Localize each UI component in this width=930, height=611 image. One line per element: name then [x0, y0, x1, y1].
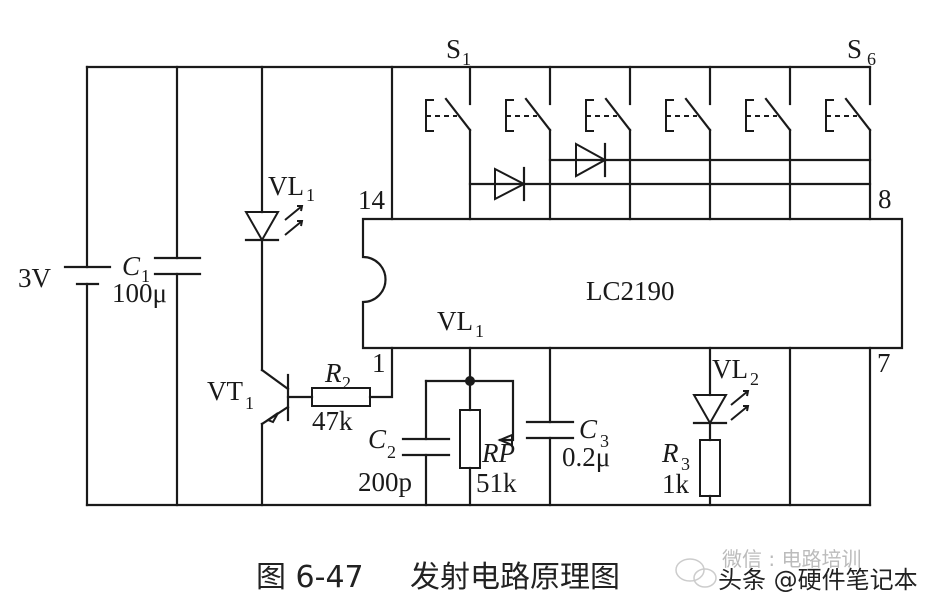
diode-d1 [494, 166, 527, 202]
led-vl1 [244, 65, 304, 372]
push-switch-s2 [505, 65, 552, 221]
c2-sub: 2 [387, 442, 396, 462]
rp-name: RP [481, 438, 515, 468]
c2-value: 200p [358, 467, 412, 497]
vl2-sub: 2 [750, 369, 759, 389]
r2-value: 47k [312, 406, 353, 436]
vt1-name: VT [207, 376, 243, 406]
ic-name: LC2190 [586, 276, 675, 306]
potentiometer-rp [459, 409, 481, 469]
c3-sub: 3 [600, 431, 609, 451]
switch-s1-sub: 1 [462, 49, 471, 69]
transistor-vt1 [260, 368, 314, 507]
push-switch-s3 [585, 65, 632, 221]
led-vl2 [692, 346, 750, 426]
switch-s6-sub: 6 [867, 49, 876, 69]
resistor-r2 [311, 346, 394, 407]
r3-sub: 3 [681, 454, 690, 474]
ic-center-label-sub: 1 [475, 321, 484, 341]
pin-8-label: 8 [878, 184, 892, 214]
vl1-sub: 1 [306, 185, 315, 205]
push-switch-s5 [745, 65, 792, 221]
capacitor-c3 [525, 346, 575, 507]
caption-figure-number: 图 6-47 [256, 560, 364, 595]
rp-value: 51k [476, 468, 517, 498]
wechat-icon [675, 558, 717, 588]
watermark-faint-text: 微信 : 电路培训 [722, 547, 861, 571]
r2-name: R [324, 358, 342, 388]
switch-array [425, 65, 872, 221]
r3-name: R [661, 438, 679, 468]
push-switch-s4 [665, 65, 712, 221]
resistor-r3 [699, 421, 721, 507]
battery-label: 3V [18, 263, 52, 293]
r2-sub: 2 [342, 373, 351, 393]
c3-name: C [579, 414, 598, 444]
switch-s6-name: S [847, 34, 862, 64]
watermark-text: 头条 @硬件笔记本 [718, 566, 918, 594]
ic-lc2190 [361, 217, 904, 350]
push-switch-s6 [825, 65, 872, 221]
pin-1-label: 1 [372, 348, 386, 378]
c2-name: C [368, 424, 387, 454]
c1-value: 100μ [112, 278, 167, 308]
vl1-name: VL [268, 171, 304, 201]
battery-3v [63, 65, 112, 507]
c1-sub: 1 [141, 266, 150, 286]
vt1-sub: 1 [245, 393, 254, 413]
pin-7-label: 7 [877, 348, 891, 378]
c1-name: C [122, 251, 141, 281]
switch-s1-name: S [446, 34, 461, 64]
vl2-name: VL [712, 354, 748, 384]
caption-title: 发射电路原理图 [410, 560, 620, 595]
capacitor-c1 [153, 65, 202, 507]
r3-value: 1k [662, 469, 690, 499]
c3-value: 0.2μ [562, 442, 610, 472]
ic-center-label: VL [437, 306, 473, 336]
push-switch-s1 [425, 65, 472, 221]
timing-network [401, 346, 515, 507]
pin-14-label: 14 [358, 185, 386, 215]
diode-d2 [575, 142, 608, 178]
